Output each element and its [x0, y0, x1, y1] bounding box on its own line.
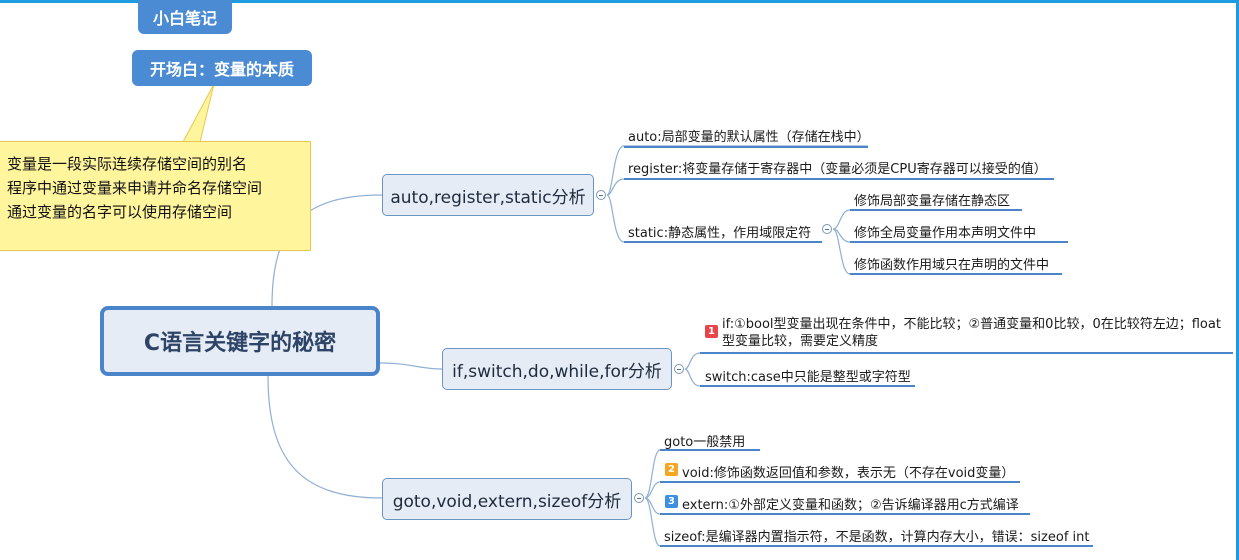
leaf-static-function[interactable]: 修饰函数作用域只在声明的文件中 [854, 258, 1050, 273]
leaf-if[interactable]: if:①bool型变量出现在条件中，不能比较；②普通变量和0比较，0在比较符左边… [722, 316, 1221, 350]
link-root-control [379, 362, 443, 370]
collapse-toggle-icon[interactable] [822, 224, 832, 234]
leaf-if-line-2: 型变量比较，需要定义精度 [722, 334, 879, 349]
leaf-register[interactable]: register:将变量存储于寄存器中（变量必须是CPU寄存器可以接受的值） [628, 162, 1047, 177]
leaf-extern[interactable]: extern:①外部定义变量和函数；②告诉编译器用c方式编译 [682, 498, 1019, 513]
collapse-toggle-icon[interactable] [596, 190, 606, 200]
central-topic[interactable]: C语言关键字的秘密 [100, 306, 380, 376]
topic-control-flow[interactable]: if,switch,do,while,for分析 [442, 348, 672, 390]
topic-storage-classes[interactable]: auto,register,static分析 [382, 174, 594, 216]
variable-essence-callout[interactable]: 变量是一段实际连续存储空间的别名 程序中通过变量来申请并命名存储空间 通过变量的… [0, 141, 311, 251]
callout-line-2: 程序中通过变量来申请并命名存储空间 [7, 179, 263, 197]
leaf-static-global[interactable]: 修饰全局变量作用本声明文件中 [854, 226, 1037, 241]
callout-line-3: 通过变量的名字可以使用存储空间 [7, 203, 233, 221]
topic-misc-keywords[interactable]: goto,void,extern,sizeof分析 [382, 478, 632, 520]
collapse-toggle-icon[interactable] [634, 493, 644, 503]
collapse-toggle-icon[interactable] [674, 364, 684, 374]
priority-marker-icon: 1 [705, 325, 718, 338]
callout-line-1: 变量是一段实际连续存储空间的别名 [7, 155, 248, 173]
window-right-border [1236, 0, 1239, 560]
leaf-if-line-1: if:①bool型变量出现在条件中，不能比较；②普通变量和0比较，0在比较符左边… [722, 317, 1221, 332]
intro-topic[interactable]: 开场白：变量的本质 [132, 50, 312, 86]
leaf-static[interactable]: static:静态属性，作用域限定符 [628, 226, 812, 241]
callout-pointer [182, 83, 215, 143]
leaf-goto[interactable]: goto一般禁用 [664, 435, 746, 450]
leaf-sizeof[interactable]: sizeof:是编译器内置指示符，不是函数，计算内存大小，错误：sizeof i… [664, 530, 1090, 545]
leaf-switch[interactable]: switch:case中只能是整型或字符型 [705, 370, 911, 385]
window-top-border [0, 0, 1239, 3]
link-root-misc [267, 375, 383, 499]
priority-marker-icon: 2 [665, 463, 678, 476]
priority-marker-icon: 3 [665, 495, 678, 508]
notebook-title[interactable]: 小白笔记 [138, 0, 232, 34]
leaf-auto[interactable]: auto:局部变量的默认属性（存储在栈中） [628, 130, 870, 145]
leaf-void[interactable]: void:修饰函数返回值和参数，表示无（不存在void变量） [682, 466, 1015, 481]
leaf-static-local[interactable]: 修饰局部变量存储在静态区 [854, 194, 1011, 209]
